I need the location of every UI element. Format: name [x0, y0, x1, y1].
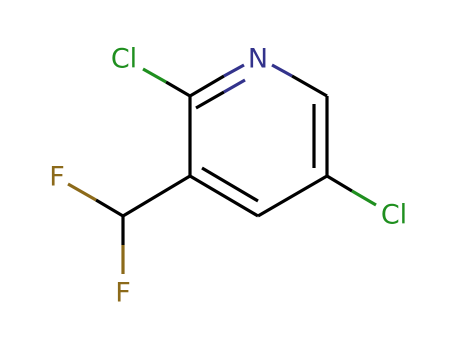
atom-cl5-label: Cl — [381, 200, 407, 231]
bond-c4-c3 — [189, 174, 259, 218]
bond-chf2-f-upper-f-half — [67, 182, 97, 202]
bond-c5-cl — [326, 174, 353, 193]
bond-c2-n1-inner — [195, 90, 225, 110]
bond-c4-c3-inner — [201, 166, 259, 203]
bond-c2-cl — [165, 80, 191, 98]
bond-n1-c6 — [271, 63, 293, 78]
bond-c5-cl-cl-half — [351, 189, 377, 207]
bond-chf2-f-upper — [95, 198, 124, 218]
bond-c2-n1 — [189, 74, 225, 98]
atom-f1-label: F — [49, 162, 65, 193]
bond-c3-chf2 — [122, 174, 191, 218]
atom-n1-label: N — [248, 44, 268, 75]
bond-c2-cl-cl-half — [142, 67, 167, 84]
bond-c2-n1-inner-n-half — [223, 78, 246, 94]
atom-f2-label: F — [115, 278, 131, 309]
bond-c2-n1-n-half — [223, 63, 245, 78]
bond-c5-c4 — [257, 174, 328, 218]
bond-n1-c6-c-half — [291, 74, 328, 98]
atom-cl2-label: Cl — [111, 44, 137, 75]
